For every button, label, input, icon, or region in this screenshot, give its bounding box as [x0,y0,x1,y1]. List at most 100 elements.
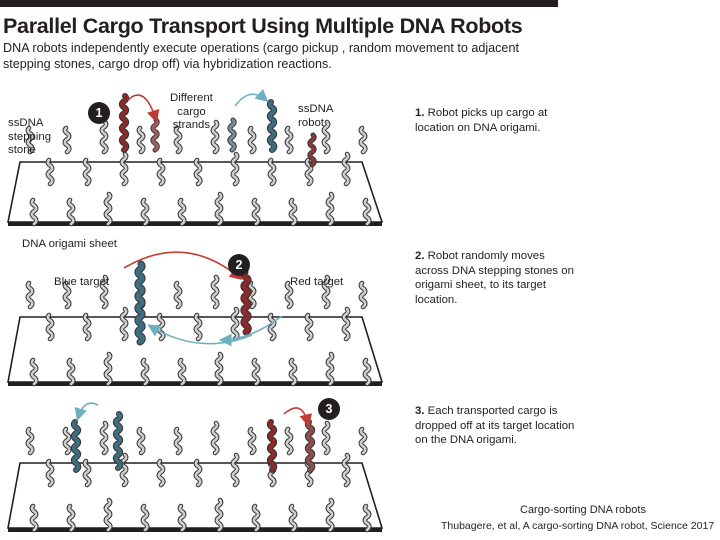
ssdna-stepping-stone [252,198,260,226]
ssdna-stepping-stone [174,281,182,309]
ssdna-stepping-stone [215,498,223,532]
ssdna-stepping-stone [289,504,297,532]
ssdna-stepping-stone [342,453,350,487]
ssdna-stepping-stone [137,126,145,154]
ssdna-stepping-stone [252,504,260,532]
blue-target-label: Blue target [54,276,110,288]
ssdna-stepping-stone [326,498,334,532]
origami-sheet-edge [8,528,382,532]
red-robot-with-cargo [241,269,251,335]
red-target-label: Red target [290,276,344,288]
ssdna-stepping-stone [231,307,239,341]
ssdna-stepping-stone [363,198,371,226]
ssdna-stepping-stone [322,421,330,455]
ssdna-stepping-stone [104,192,112,226]
ssdna-stepping-stone [305,313,313,341]
ssdna-stepping-stone [63,281,71,309]
ssdna-stepping-stone [194,459,202,487]
ssdna-stepping-stone [231,152,239,186]
ssdna-stepping-stone [289,358,297,386]
blue-robot [113,412,123,470]
ssdna-stepping-stone [120,453,128,487]
ssdna-stepping-stone [67,358,75,386]
cargo-strand-gray [228,118,236,152]
cargo-strands-label: Different cargo strands [170,92,213,131]
ssdna-stepping-stone [174,126,182,154]
move-arrow-red [123,251,243,281]
ssdna-stepping-stone [67,504,75,532]
figure-subtitle: DNA robots independently execute operati… [3,41,519,71]
ssdna-stepping-stone [363,358,371,386]
ssdna-stepping-stone [100,421,108,455]
step-2-description: 2. Robot randomly moves across DNA stepp… [415,250,574,306]
step-3-description: 3. Each transported cargo is dropped off… [415,405,575,446]
ssdna-stepping-stone [215,192,223,226]
ssdna-stepping-stone [63,126,71,154]
ssdna-stepping-stone [83,313,91,341]
pickup-arrow-blue [234,88,269,107]
ssdna-stepping-stone [100,275,108,309]
ssdna-stepping-stone [211,275,219,309]
ssdna-stepping-stone [178,504,186,532]
ssdna-stepping-stone [359,427,367,455]
ssdna-stepping-stone [83,459,91,487]
ssdna-stepping-stone [359,281,367,309]
ssdna-stepping-stone [248,281,256,309]
stepping-stone-strands [25,119,372,533]
ssdna-stepping-stone [268,158,276,186]
ssdna-stepping-stone [178,198,186,226]
ssdna-stepping-stone [46,313,54,341]
ssdna-stepping-stone [252,358,260,386]
ssdna-stepping-stone [100,120,108,154]
ssdna-stepping-stone [342,152,350,186]
ssdna-stepping-stone [285,281,293,309]
origami-sheet-label: DNA origami sheet [22,238,117,250]
ssdna-stepping-stone-label: ssDNA stepping stone [8,117,52,156]
ssdna-stepping-stone [157,459,165,487]
ssdna-stepping-stone [215,352,223,386]
ssdna-stepping-stone [322,120,330,154]
transport-arrows [74,88,313,428]
ssdna-stepping-stone [248,126,256,154]
pickup-arrow-red [127,94,160,124]
ssdna-stepping-stone [26,427,34,455]
ssdna-stepping-stone [30,358,38,386]
ssdna-stepping-stone [30,504,38,532]
ssdna-stepping-stone [178,358,186,386]
ssdna-stepping-stone [248,427,256,455]
step-2-badge: 2 [228,254,250,276]
ssdna-stepping-stone [120,307,128,341]
ssdna-stepping-stone [342,307,350,341]
ssdna-stepping-stone [120,152,128,186]
cargo-strand-red-2 [308,133,316,167]
ssdna-stepping-stone [30,198,38,226]
ssdna-stepping-stone [285,427,293,455]
step-1-badge: 1 [88,102,110,124]
ssdna-stepping-stone [141,198,149,226]
ssdna-stepping-stone [363,504,371,532]
origami-sheet-edge [8,382,382,386]
ssdna-stepping-stone [359,126,367,154]
figure-title: Parallel Cargo Transport Using Multiple … [3,14,523,38]
top-rule [0,0,558,7]
dropoff-arrow-blue [74,402,99,422]
ssdna-stepping-stone [326,192,334,226]
step-3-badge: 3 [318,398,340,420]
ssdna-stepping-stone [305,158,313,186]
ssdna-stepping-stone [211,421,219,455]
ssdna-stepping-stone [285,126,293,154]
ssdna-stepping-stone [26,281,34,309]
robots-and-cargo [70,93,317,473]
caption: Cargo-sorting DNA robots [520,504,646,516]
ssdna-stepping-stone [104,498,112,532]
ssdna-robot [267,100,277,152]
ssdna-stepping-stone [289,198,297,226]
origami-sheet-edge [8,222,382,226]
ssdna-stepping-stone [194,313,202,341]
red-cargo-dropped [305,420,315,472]
blue-cargo-dropped [71,420,81,472]
ssdna-stepping-stone [46,158,54,186]
ssdna-stepping-stone [157,158,165,186]
ssdna-stepping-stone [26,126,34,154]
ssdna-stepping-stone [104,352,112,386]
